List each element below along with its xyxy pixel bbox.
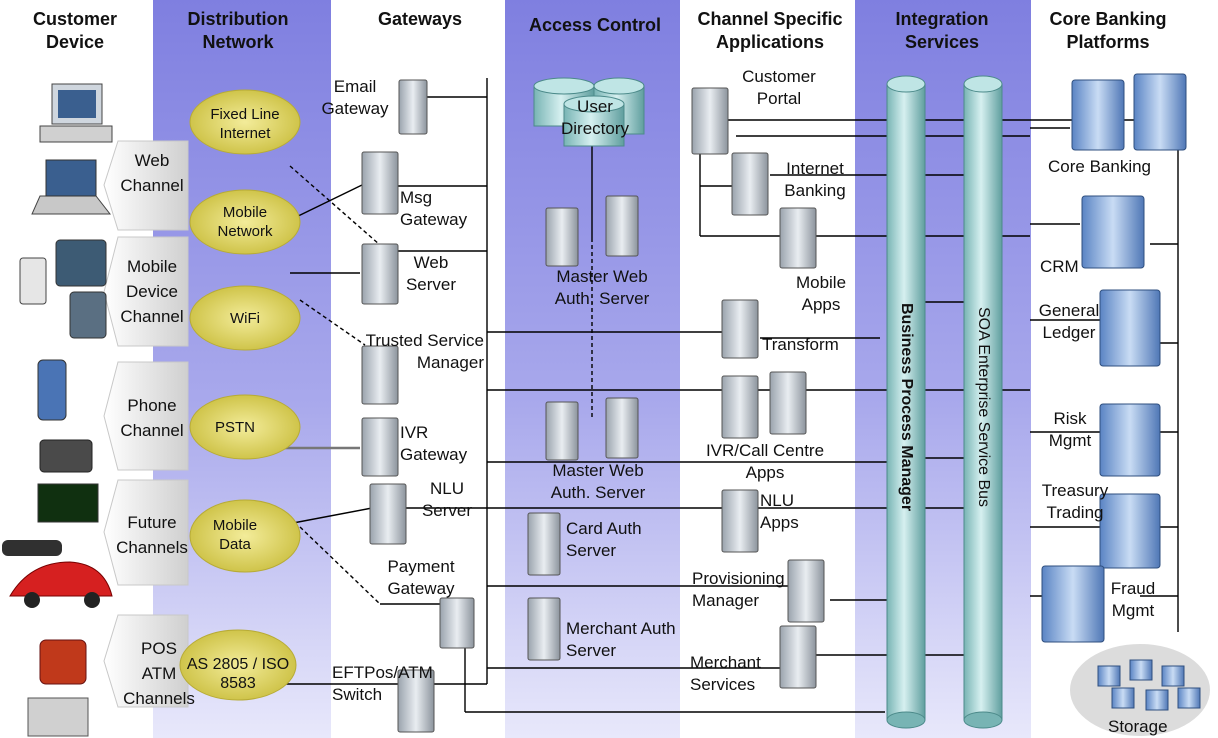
merchant-services-label: Merchant Services bbox=[690, 653, 761, 694]
pstn-cloud: PSTN bbox=[214, 419, 255, 436]
future-channels-label: Future Channels bbox=[116, 513, 188, 557]
eftpos-atm-switch-label: EFTPos/ATM Switch bbox=[332, 663, 433, 704]
header-gateways: Gateways bbox=[377, 9, 463, 29]
customer-portal-label: Customer Portal bbox=[742, 67, 816, 108]
payment-gateway-label: Payment Gateway bbox=[387, 557, 455, 598]
mobile-data-cloud: Mobile Data bbox=[212, 517, 258, 553]
ivr-call-centre-apps-label: IVR/Call Centre Apps bbox=[705, 441, 825, 482]
nlu-apps-label: NLU Apps bbox=[760, 491, 799, 532]
header-access-control: Access Control bbox=[528, 15, 662, 35]
risk-mgmt-label: Risk Mgmt bbox=[1048, 409, 1092, 450]
transform-label: Transform bbox=[762, 335, 839, 354]
master-web-auth-server-label-1: Master Web Auth. Server bbox=[554, 267, 650, 308]
mobile-apps-label: Mobile Apps bbox=[795, 273, 847, 314]
user-directory-label: User Directory bbox=[560, 97, 629, 138]
header-integration-services: Integration Services bbox=[895, 9, 989, 52]
pos-atm-channels-label: POS ATM Channels bbox=[123, 639, 195, 708]
phone-channel-label: Phone Channel bbox=[120, 396, 184, 440]
trusted-service-manager-label: Trusted Service Manager bbox=[365, 331, 484, 372]
mobile-device-channel-label: Mobile Device Channel bbox=[120, 257, 184, 326]
email-gateway-label: Email Gateway bbox=[321, 77, 389, 118]
header-channel-specific-applications: Channel Specific Applications bbox=[697, 9, 843, 52]
customer-device-icons bbox=[2, 83, 113, 737]
header-customer-device: Customer Device bbox=[32, 9, 117, 52]
core-banking-label: Core Banking bbox=[1048, 157, 1152, 176]
internet-banking-label: Internet Banking bbox=[784, 159, 846, 200]
msg-gateway-label: Msg Gateway bbox=[400, 188, 468, 229]
card-auth-server-label: Card Auth Server bbox=[566, 519, 642, 560]
soa-enterprise-service-bus-label: SOA Enterprise Service Bus bbox=[975, 306, 992, 508]
fraud-mgmt-label: Fraud Mgmt bbox=[1110, 579, 1156, 620]
merchant-auth-server-label: Merchant Auth Server bbox=[566, 619, 676, 660]
business-process-manager-label: Business Process Manager bbox=[898, 302, 915, 512]
web-channel-label: Web Channel bbox=[120, 151, 184, 195]
nlu-server-label: NLU Server bbox=[421, 479, 473, 520]
master-web-auth-server-label-2: Master Web Auth. Server bbox=[550, 461, 646, 502]
as2805-cloud: AS 2805 / ISO 8583 bbox=[186, 656, 290, 692]
header-core-banking-platforms: Core Banking Platforms bbox=[1049, 9, 1167, 52]
fixed-line-internet-cloud: Fixed Line Internet bbox=[210, 106, 280, 142]
general-ledger-label: General Ledger bbox=[1038, 301, 1100, 342]
ivr-gateway-label: IVR Gateway bbox=[400, 423, 468, 464]
web-server-label: Web Server bbox=[405, 253, 457, 294]
crm-label: CRM bbox=[1040, 257, 1079, 276]
storage-label: Storage bbox=[1108, 717, 1168, 736]
header-distribution-network: Distribution Network bbox=[187, 9, 289, 52]
mobile-network-cloud: Mobile Network bbox=[217, 204, 273, 240]
treasury-trading-label: Treasury Trading bbox=[1041, 481, 1109, 522]
wifi-cloud: WiFi bbox=[230, 310, 260, 327]
provisioning-manager-label: Provisioning Manager bbox=[692, 569, 785, 610]
